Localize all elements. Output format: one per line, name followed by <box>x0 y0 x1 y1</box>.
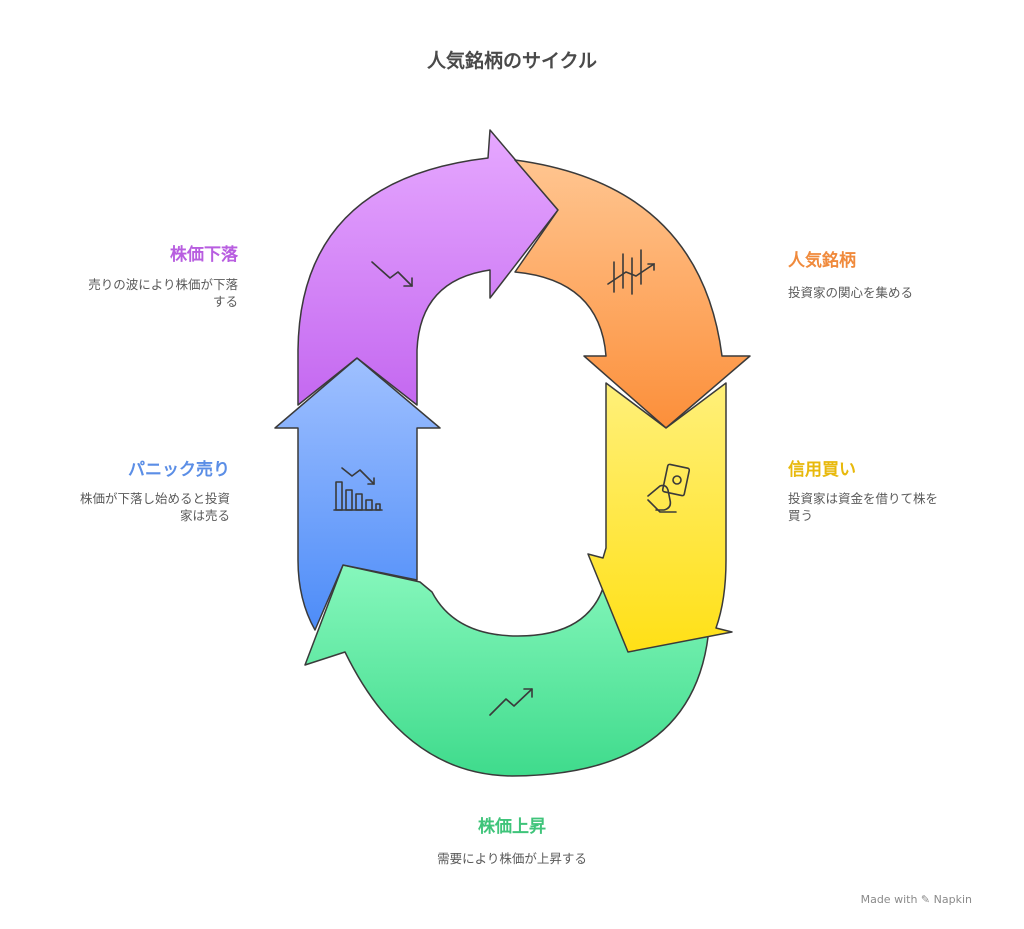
brand-prefix: Made with <box>860 893 918 906</box>
stage-desc-panic: 株価が下落し始めると投資 家は売る <box>30 490 230 524</box>
trend-down-icon <box>371 261 413 287</box>
stage-desc-fall-line1: 売りの波により株価が下落 <box>88 277 238 292</box>
arrow-fall <box>297 129 559 406</box>
brand-name: Napkin <box>933 893 972 906</box>
candlestick-icon <box>607 249 655 295</box>
stage-desc-margin: 投資家は資金を借りて株を 買う <box>788 490 938 524</box>
stage-desc-margin-line2: 買う <box>788 508 814 523</box>
brand-footer: Made with ✎ Napkin <box>861 893 972 906</box>
diagram-title: 人気銘柄のサイクル <box>426 50 598 72</box>
stage-desc-rise: 需要により株価が上昇する <box>437 851 587 866</box>
arrow-rise <box>304 564 711 777</box>
stage-desc-panic-line2: 家は売る <box>179 508 230 523</box>
napkin-logo-icon: ✎ <box>920 893 931 906</box>
stage-title-popular: 人気銘柄 <box>788 251 856 271</box>
stage-desc-fall: 売りの波により株価が下落 する <box>30 276 238 310</box>
stage-title-margin: 信用買い <box>788 460 856 480</box>
trend-up-icon <box>489 688 533 716</box>
stage-desc-margin-line1: 投資家は資金を借りて株を <box>788 491 939 506</box>
stage-desc-panic-line1: 株価が下落し始めると投資 <box>79 491 230 506</box>
stage-title-panic: パニック売り <box>128 460 230 480</box>
bar-chart-down-icon <box>333 467 383 511</box>
arrow-margin <box>587 382 733 653</box>
stage-title-rise: 株価上昇 <box>478 817 546 837</box>
cash-in-hand-icon <box>647 463 691 513</box>
stage-desc-popular: 投資家の関心を集める <box>788 285 914 300</box>
stage-desc-fall-line2: する <box>212 294 238 309</box>
stage-title-fall: 株価下落 <box>170 245 238 265</box>
